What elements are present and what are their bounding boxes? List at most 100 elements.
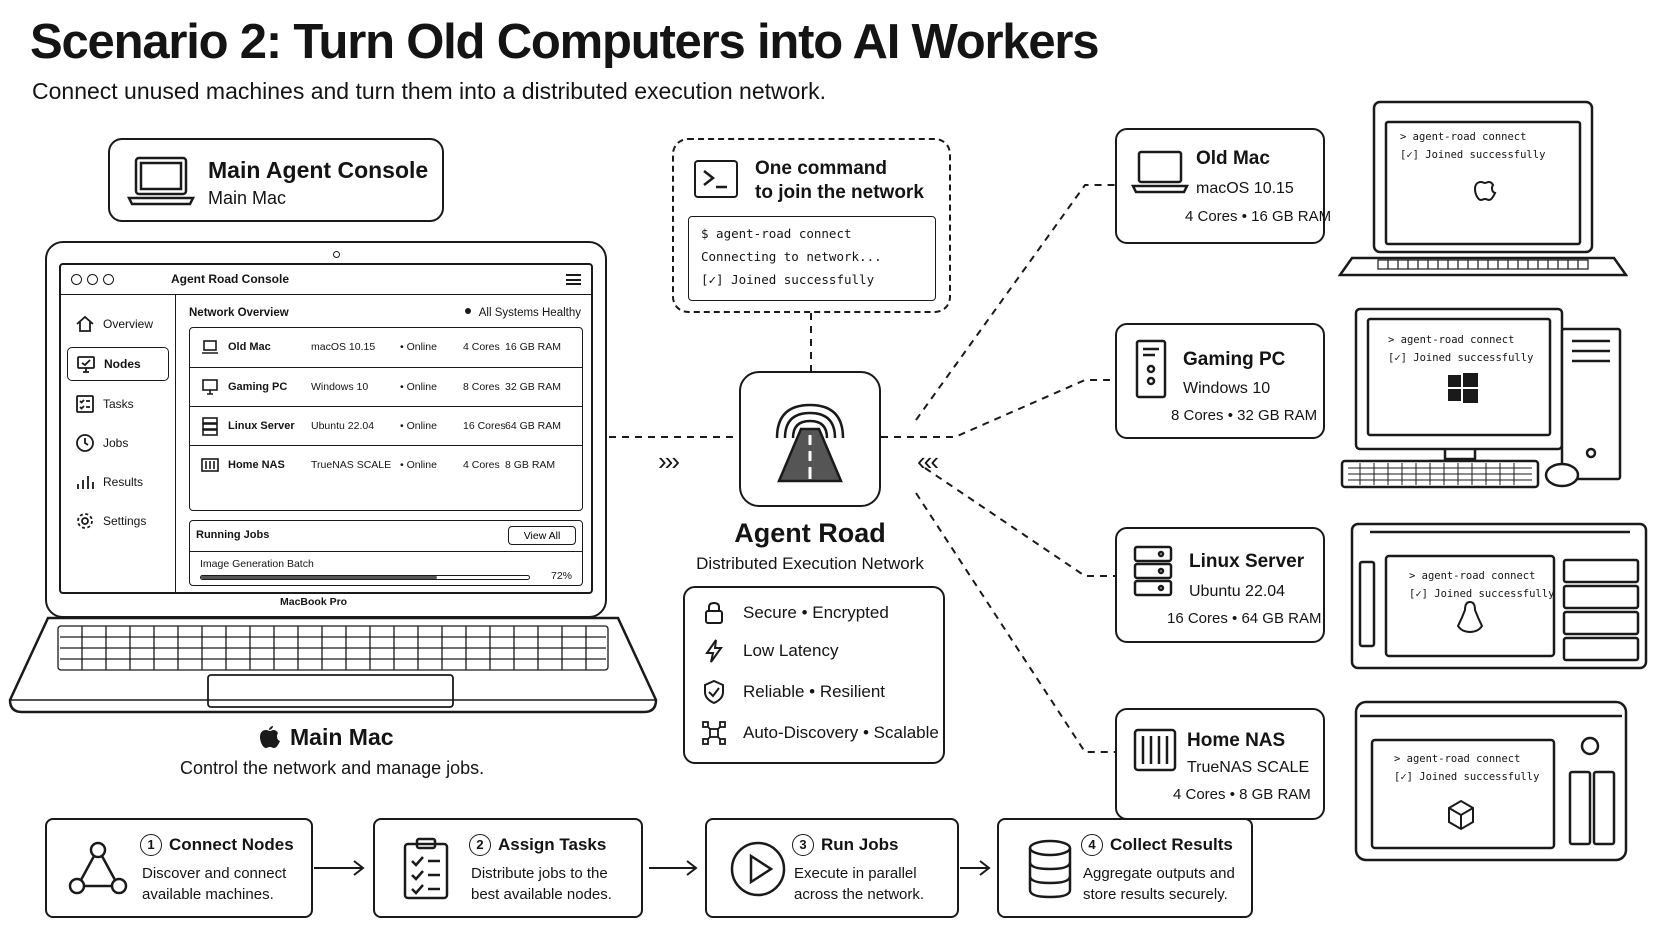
window-minimize-dot[interactable] [87, 274, 98, 285]
node-card-os: Ubuntu 22.04 [1189, 583, 1286, 600]
hub-name: Agent Road [734, 518, 886, 548]
step-number: 1 [140, 834, 162, 856]
step-title-text: Run Jobs [821, 835, 899, 854]
menu-icon[interactable] [566, 274, 581, 285]
console-label-title: Main Agent Console [208, 157, 429, 183]
node-card-specs: 16 Cores • 64 GB RAM [1167, 610, 1322, 627]
table-row[interactable]: Old Mac macOS 10.15 Online 4 Cores 16 GB… [190, 328, 582, 367]
hub-subtitle: Distributed Execution Network [696, 554, 924, 573]
monitor-check-icon [77, 356, 95, 373]
monitor-icon [202, 379, 218, 395]
sidebar-item-label: Jobs [103, 436, 129, 450]
step-title: 1 Connect Nodes [140, 834, 294, 856]
node-os: macOS 10.15 [311, 341, 376, 353]
node-card-name: Old Mac [1196, 148, 1270, 169]
node-card-gaming-pc[interactable]: Gaming PC Windows 10 8 Cores • 32 GB RAM [1115, 323, 1325, 439]
step-desc-line1: Aggregate outputs and [1083, 865, 1235, 882]
table-row[interactable]: Home NAS TrueNAS SCALE Online 4 Cores 8 … [190, 445, 582, 484]
terminal-line: [✓] Joined successfully [1394, 771, 1540, 783]
feature-item: Auto-Discovery • Scalable [701, 718, 939, 748]
node-ram: 8 GB RAM [505, 459, 556, 471]
home-nas-terminal: > agent-road connect [✓] Joined successf… [1384, 753, 1554, 793]
sidebar-item-overview[interactable]: Overview [67, 307, 169, 341]
node-cores: 16 Cores [463, 420, 506, 432]
play-icon [730, 841, 786, 897]
camera-dot [333, 251, 340, 258]
node-ram: 64 GB RAM [505, 420, 562, 432]
node-cores: 4 Cores [463, 341, 500, 353]
command-box-line1: One command [755, 158, 887, 179]
terminal-line: $ agent-road connect [701, 226, 852, 241]
gear-icon [77, 513, 93, 529]
terminal-line: [✓] Joined successfully [1409, 588, 1555, 600]
sidebar-item-label: Nodes [104, 357, 141, 371]
node-card-linux-server[interactable]: Linux Server Ubuntu 22.04 16 Cores • 64 … [1115, 527, 1325, 643]
health-status: All Systems Healthy [465, 307, 581, 319]
step-title-text: Assign Tasks [498, 835, 607, 854]
node-card-os: Windows 10 [1183, 380, 1271, 397]
step-number: 4 [1081, 834, 1103, 856]
feature-item: Low Latency [701, 636, 838, 666]
page-title: Scenario 2: Turn Old Computers into AI W… [30, 15, 1100, 69]
gaming-pc-terminal: > agent-road connect [✓] Joined successf… [1378, 334, 1558, 374]
sidebar-item-nodes[interactable]: Nodes [67, 347, 169, 381]
node-card-old-mac[interactable]: Old Mac macOS 10.15 4 Cores • 16 GB RAM [1115, 128, 1331, 244]
terminal-line: > agent-road connect [1394, 753, 1521, 765]
table-row[interactable]: Linux Server Ubuntu 22.04 Online 16 Core… [190, 406, 582, 445]
terminal-icon [694, 160, 738, 198]
step-desc-line1: Execute in parallel [794, 865, 917, 882]
node-os: TrueNAS SCALE [311, 459, 392, 471]
laptop-icon [126, 156, 196, 206]
node-card-home-nas[interactable]: Home NAS TrueNAS SCALE 4 Cores • 8 GB RA… [1115, 708, 1325, 820]
server-icon [202, 417, 218, 436]
job-progress-fill [201, 576, 438, 579]
windows-logo-icon [1448, 373, 1478, 403]
feature-label: Secure • Encrypted [743, 603, 889, 622]
pc-tower-icon [1135, 339, 1167, 399]
view-all-button[interactable]: View All [508, 526, 576, 545]
table-row[interactable]: Gaming PC Windows 10 Online 8 Cores 32 G… [190, 367, 582, 406]
road-icon [775, 403, 845, 483]
node-name: Gaming PC [228, 381, 288, 393]
running-jobs-heading: Running Jobs [196, 529, 270, 541]
feature-label: Low Latency [743, 641, 839, 660]
arrows-into-hub-left: ››› [658, 446, 680, 476]
window-close-dot[interactable] [71, 274, 82, 285]
device-label: MacBook Pro [280, 596, 348, 608]
linux-server-terminal: > agent-road connect [✓] Joined successf… [1399, 570, 1569, 610]
sidebar-item-settings[interactable]: Settings [67, 504, 169, 538]
main-mac-title-text: Main Mac [290, 724, 394, 750]
node-name: Home NAS [228, 459, 285, 471]
terminal-line: > agent-road connect [1388, 334, 1515, 346]
terminal-line: > agent-road connect [1400, 131, 1527, 143]
window-zoom-dot[interactable] [103, 274, 114, 285]
sidebar-item-tasks[interactable]: Tasks [67, 387, 169, 421]
step-desc-line2: best available nodes. [471, 886, 612, 903]
node-card-name: Linux Server [1189, 551, 1305, 572]
tux-penguin-icon [1456, 600, 1484, 634]
step-title-text: Connect Nodes [169, 835, 294, 854]
app-title: Agent Road Console [171, 272, 290, 286]
node-cores: 8 Cores [463, 381, 500, 393]
job-progress-bar [200, 575, 530, 580]
main-mac-title: Main Mac [258, 724, 394, 751]
node-status: Online [400, 420, 437, 432]
network-overview-heading: Network Overview [189, 307, 289, 319]
sidebar-item-label: Results [103, 475, 144, 489]
laptop-icon [1131, 150, 1189, 194]
sidebar-item-results[interactable]: Results [67, 465, 169, 499]
node-status: Online [400, 341, 437, 353]
page-subtitle: Connect unused machines and turn them in… [32, 78, 826, 104]
main-console-label: Main Agent Console Main Mac [108, 138, 444, 222]
running-jobs-panel: Running Jobs View All Image Generation B… [189, 520, 583, 586]
sidebar-item-jobs[interactable]: Jobs [67, 426, 169, 460]
node-card-specs: 4 Cores • 8 GB RAM [1173, 786, 1311, 803]
agent-road-hub [739, 371, 881, 507]
terminal-line: [✓] Joined successfully [701, 272, 875, 287]
checklist-icon [403, 837, 449, 900]
